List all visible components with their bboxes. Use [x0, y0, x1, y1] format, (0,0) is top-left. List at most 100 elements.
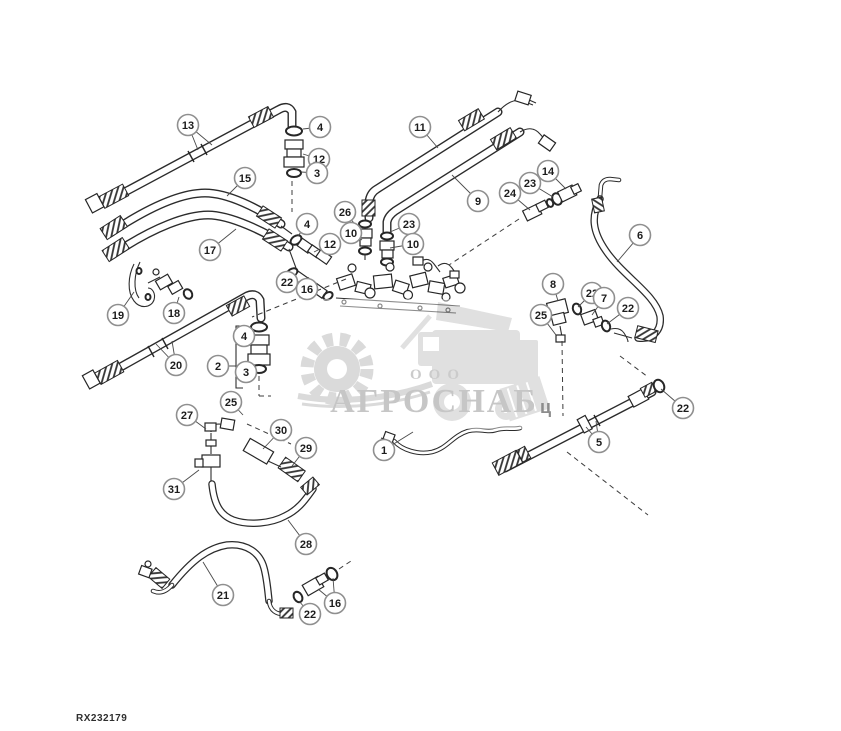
callout-number: 15 [239, 173, 251, 185]
callout-number: 5 [596, 437, 602, 449]
callout-7: 7 [591, 286, 616, 316]
callout-number: 8 [550, 279, 556, 291]
watermark-prefix-text: ООО [410, 367, 466, 383]
callout-11: 11 [408, 115, 439, 149]
callout-13: 13 [176, 113, 213, 151]
watermark-swoosh [297, 381, 434, 408]
callout-circle [616, 296, 640, 320]
callout-24: 24 [498, 181, 531, 211]
callout-number: 9 [475, 196, 481, 208]
callout-circle [541, 272, 565, 296]
callout-22: 22 [298, 600, 322, 626]
fitting-18 [152, 268, 194, 300]
callout-number: 28 [300, 539, 312, 551]
fitting-27-31 [194, 417, 236, 482]
callout-circle [233, 166, 257, 190]
callout-circle [106, 303, 130, 327]
callout-5: 5 [585, 420, 611, 454]
callout-circle [518, 171, 542, 195]
callout-circle [269, 418, 293, 442]
callout-15: 15 [226, 166, 257, 197]
callout-number: 21 [217, 590, 229, 602]
callout-number: 27 [181, 410, 193, 422]
callout-circle [162, 301, 186, 325]
fitting-column-right [379, 231, 395, 267]
callout-21: 21 [202, 561, 235, 607]
callout-22: 22 [660, 388, 695, 420]
callout-number: 22 [622, 303, 634, 315]
callout-circle [372, 438, 396, 462]
callout-number: 4 [304, 219, 311, 231]
callout-4: 4 [232, 324, 256, 348]
diagram-line-art [81, 90, 666, 619]
callout-circle [536, 159, 560, 183]
callout-10: 10 [339, 221, 363, 245]
callout-number: 22 [281, 277, 293, 289]
callout-17: 17 [198, 228, 237, 262]
callout-23: 23 [518, 171, 554, 198]
callout-circle [592, 286, 616, 310]
callout-number: 16 [329, 598, 341, 610]
fitting-cluster-8 [545, 298, 633, 343]
callout-6: 6 [616, 223, 652, 263]
bracket-19 [128, 261, 161, 308]
callout-number: 22 [677, 403, 689, 415]
callout-number: 19 [112, 310, 124, 322]
callout-circle [333, 200, 357, 224]
callout-16: 16 [295, 277, 319, 301]
callout-circle [298, 602, 322, 626]
callout-circle [232, 324, 256, 348]
watermark-company-text: АГРОСНАБ [330, 383, 538, 420]
callout-circle [164, 353, 188, 377]
callout-1: 1 [372, 431, 414, 462]
callout-circle [305, 161, 329, 185]
callout-22: 22 [275, 270, 299, 294]
callout-number: 16 [301, 284, 313, 296]
callout-circle [294, 532, 318, 556]
callout-circle [529, 303, 553, 327]
hose-17 [101, 210, 297, 269]
callout-circle [275, 270, 299, 294]
callout-14: 14 [536, 159, 567, 190]
callout-28: 28 [287, 519, 318, 556]
callout-number: 24 [504, 188, 517, 200]
callout-circle [176, 113, 200, 137]
callout-number: 14 [542, 166, 555, 178]
fitting-chain-upper [289, 234, 333, 266]
callout-number: 4 [317, 122, 324, 134]
callout-number: 2 [215, 361, 221, 373]
callout-circle [498, 181, 522, 205]
callout-9: 9 [451, 174, 490, 213]
callout-number: 10 [345, 228, 357, 240]
callout-23: 23 [389, 212, 421, 236]
hose-13 [84, 102, 305, 214]
fitting-column-left [357, 219, 373, 260]
callout-circle [318, 232, 342, 256]
callout-circle [295, 277, 319, 301]
hose-6 [590, 176, 664, 344]
callout-circle [206, 354, 230, 378]
callout-number: 4 [241, 331, 248, 343]
callout-number: 7 [601, 293, 607, 305]
callout-25: 25 [529, 303, 557, 336]
callout-circle [211, 583, 235, 607]
callout-number: 17 [204, 245, 216, 257]
hose-15 [99, 188, 293, 241]
callout-27: 27 [175, 403, 207, 430]
callout-number: 30 [275, 425, 287, 437]
callout-circle [339, 221, 363, 245]
watermark-combine-icon [400, 302, 550, 422]
callout-25: 25 [219, 390, 244, 416]
callout-circle [198, 238, 222, 262]
callout-4: 4 [295, 212, 319, 237]
watermark: ООО АГРОСНАБ [297, 299, 550, 429]
callout-circle [175, 403, 199, 427]
callout-circle [466, 189, 490, 213]
callout-26: 26 [333, 200, 359, 229]
callout-circle [219, 390, 243, 414]
watermark-glyph-text: ц [540, 397, 551, 417]
hose-1 [380, 425, 523, 456]
callout-19: 19 [106, 291, 135, 327]
callout-2: 2 [206, 354, 236, 378]
watermark-gear-icon [300, 332, 374, 406]
